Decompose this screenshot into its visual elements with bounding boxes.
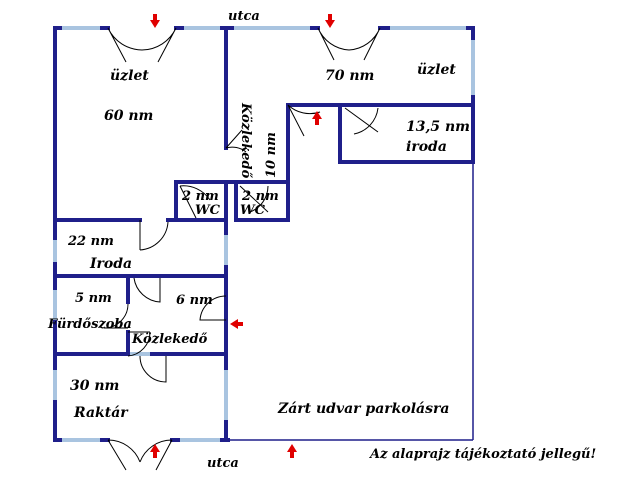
shop-left-name: üzlet [110,68,149,84]
labels: utca utca üzlet 60 nm 70 nm üzlet 13,5 n… [47,9,596,471]
corridor-lower-area: 6 nm [176,293,213,308]
corridor-upper-name: Közlekedő [238,102,253,179]
storage-name: Raktár [73,405,129,421]
entrance-arrow-up-icon [150,444,160,452]
street-top: utca [228,9,260,24]
disclaimer: Az alaprajz tájékoztató jellegű! [368,447,596,462]
wc-left-area: 2 nm [181,189,219,204]
door-swings [103,27,381,471]
entrance-arrows [150,14,335,458]
bathroom-name: Fürdőszoba [47,317,132,332]
yard-boundary [228,162,474,441]
entrance-arrow-left-icon [230,319,238,329]
street-bottom: utca [207,456,239,471]
office-area: 22 nm [67,234,114,249]
shop-right-area: 70 nm [325,68,374,84]
shop-right-name: üzlet [417,62,456,78]
corridor-lower-name: Közlekedő [131,332,208,347]
entrance-arrow-up-icon [312,111,322,119]
office-name: Iroda [89,256,132,272]
yard-label: Zárt udvar parkolásra [277,401,449,417]
entrance-arrow-down-icon [325,20,335,28]
shop-left-area: 60 nm [104,108,153,124]
storage-area: 30 nm [70,378,119,394]
bathroom-area: 5 nm [75,291,112,306]
wc-right-area: 2 nm [241,189,279,204]
office-small-area: 13,5 nm [406,119,470,135]
entrance-arrow-up-icon [287,444,297,452]
office-small-name: iroda [406,139,447,155]
wc-right-name: WC [240,203,266,218]
corridor-upper-area: 10 nm [264,132,279,178]
wc-left-name: WC [195,203,221,218]
entrance-arrow-down-icon [150,20,160,28]
openings [53,26,475,442]
